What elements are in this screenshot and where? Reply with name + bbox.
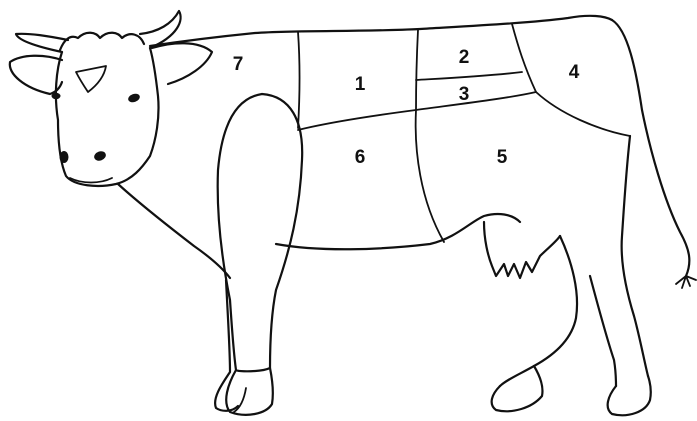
head-outline bbox=[56, 48, 159, 186]
udder bbox=[484, 222, 560, 278]
cut-line-horizontal bbox=[298, 92, 536, 130]
right-ear bbox=[152, 43, 212, 84]
region-label-7: 7 bbox=[233, 54, 244, 75]
left-ear bbox=[10, 56, 62, 94]
region-label-5: 5 bbox=[497, 147, 508, 168]
tail-tuft bbox=[676, 276, 696, 288]
left-eye bbox=[52, 93, 61, 99]
cut-line-mid bbox=[416, 30, 444, 242]
front-hoof-front bbox=[226, 368, 273, 415]
front-leg bbox=[218, 94, 303, 371]
tail bbox=[612, 20, 689, 276]
region-label-2: 2 bbox=[459, 47, 470, 68]
back-line bbox=[150, 16, 612, 46]
cut-line-shoulder bbox=[298, 32, 300, 128]
right-eye bbox=[127, 92, 141, 104]
cut-line-2-3 bbox=[416, 72, 522, 80]
far-hind-leg bbox=[590, 276, 616, 386]
region-label-6: 6 bbox=[355, 147, 366, 168]
region-label-3: 3 bbox=[459, 84, 470, 105]
forehead-blaze bbox=[76, 66, 106, 92]
throat-dewlap bbox=[118, 184, 230, 278]
region-label-1: 1 bbox=[355, 74, 366, 95]
hind-leg-back bbox=[622, 136, 648, 376]
hind-hoof-near bbox=[492, 366, 543, 411]
left-nostril bbox=[60, 151, 69, 163]
hind-hoof-far bbox=[608, 376, 651, 415]
forelock bbox=[60, 33, 144, 50]
region-label-4: 4 bbox=[569, 62, 580, 83]
right-nostril bbox=[93, 150, 107, 163]
